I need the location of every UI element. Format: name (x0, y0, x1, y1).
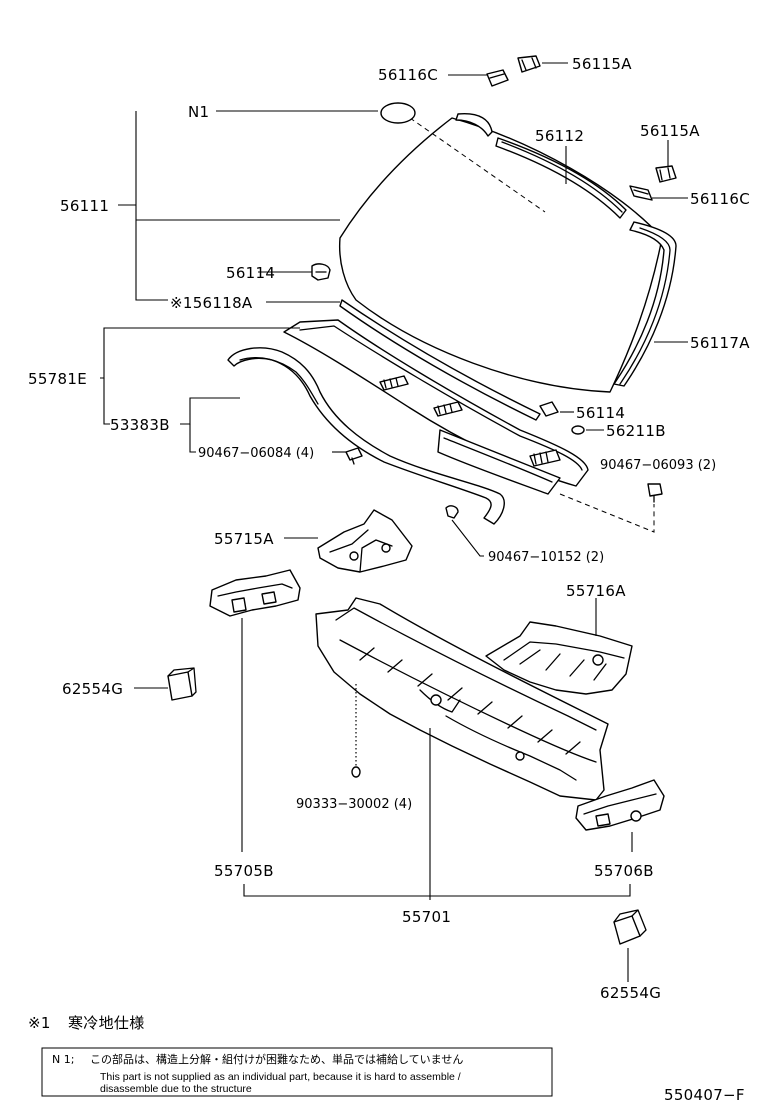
label-56114-left: 56114 (226, 264, 275, 282)
moulding-56117a (613, 221, 677, 387)
label-56211b: 56211B (606, 422, 666, 440)
label-56117a: 56117A (690, 334, 750, 352)
label-90467-10152: 90467−10152 (2) (488, 550, 604, 565)
clip-56116c-top (486, 69, 509, 87)
footnote-mark: ※1 (28, 1014, 51, 1032)
note-en-line1: This part is not supplied as an individu… (100, 1071, 461, 1083)
label-62554g-left: 62554G (62, 680, 123, 698)
bracket-55706b (575, 779, 665, 831)
label-55781e: 55781E (28, 370, 87, 388)
clip-56115a-top (517, 55, 541, 73)
block-62554g-left (167, 667, 197, 701)
callout-labels: 56116C 56115A N1 56112 56115A 56116C 561… (28, 55, 750, 1002)
label-n1: N1 (188, 103, 209, 121)
clip-90333-30002 (351, 766, 361, 778)
label-55715a: 55715A (214, 530, 274, 548)
label-53383b: 53383B (110, 416, 170, 434)
label-90467-06093: 90467−06093 (2) (600, 458, 716, 473)
label-55706b: 55706B (594, 862, 654, 880)
moulding-56112 (455, 113, 627, 219)
label-56116c-top: 56116C (378, 66, 438, 84)
clip-56211b (571, 425, 585, 435)
label-56116c-right: 56116C (690, 190, 750, 208)
label-56114-right: 56114 (576, 404, 625, 422)
label-56112: 56112 (535, 127, 584, 145)
clip-90467-06093 (647, 483, 663, 503)
note-key: N 1; (52, 1053, 74, 1066)
clip-56115a-right (655, 165, 677, 183)
block-62554g-bottom (613, 909, 647, 945)
clip-56114-right (539, 401, 559, 417)
footnote: ※1 寒冷地仕様 (28, 1014, 145, 1032)
label-55716a: 55716A (566, 582, 626, 600)
label-62554g-bottom: 62554G (600, 984, 661, 1002)
cowl-louver-55781e (283, 319, 589, 487)
label-90333-30002: 90333−30002 (4) (296, 797, 412, 812)
label-56115a-right: 56115A (640, 122, 700, 140)
footnote-text: 寒冷地仕様 (68, 1014, 145, 1032)
note-jp-text: この部品は、構造上分解・組付けが困難なため、単品では補給していません (90, 1052, 463, 1066)
dam-156118a (339, 299, 541, 421)
dash-90467-06093 (559, 493, 655, 533)
label-156118a: ※156118A (170, 294, 253, 312)
clip-90467-06084 (345, 447, 363, 465)
panel-55716a (485, 621, 633, 695)
bracket-55705b (209, 569, 301, 617)
n1-cap-part (380, 102, 416, 124)
label-56111: 56111 (60, 197, 109, 215)
label-90467-06084: 90467−06084 (4) (198, 446, 314, 461)
label-56115a-top: 56115A (572, 55, 632, 73)
bracket-55715a (317, 509, 413, 573)
clip-56114-left (311, 263, 331, 281)
cowl-louver-inner (437, 429, 561, 495)
label-55701: 55701 (402, 908, 451, 926)
label-55705b: 55705B (214, 862, 274, 880)
clip-56116c-right (629, 185, 653, 201)
cowl-panel-55701 (315, 597, 609, 801)
diagram-number: 550407−F (664, 1086, 745, 1104)
clip-90467-10152 (445, 505, 459, 519)
cowl-louver-53383b (227, 347, 505, 525)
note-box: N 1; この部品は、構造上分解・組付けが困難なため、単品では補給していません … (41, 1047, 553, 1097)
leader-lines (100, 62, 688, 982)
windshield-glass (338, 117, 663, 393)
note-en-line2: disassemble due to the structure (100, 1083, 252, 1095)
